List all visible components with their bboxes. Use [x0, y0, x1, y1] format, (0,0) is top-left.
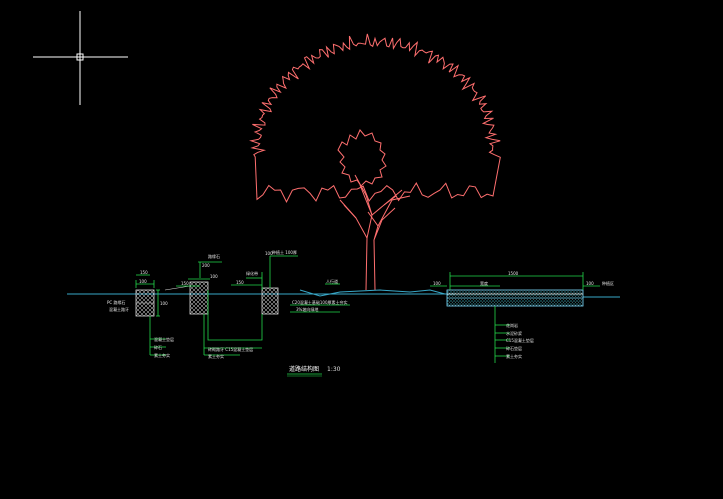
label-right-stack-4: 素土夯实 — [506, 353, 522, 359]
label-right-stack-2: C15混凝土垫层 — [506, 337, 534, 343]
drawing-title-block: 道路结构图 1:30 — [287, 365, 341, 377]
dim-path-right: 100 — [586, 281, 594, 286]
ground-line — [67, 289, 620, 298]
crosshair-cursor-icon — [33, 11, 128, 105]
middle-edge-block — [164, 281, 279, 341]
label-right-stack-1: 水泥砂浆 — [506, 330, 522, 336]
dim-edge-mid-top: 200 — [202, 263, 210, 268]
dim-curb-left-width: 100 — [139, 279, 147, 284]
dim-edge-right-top: 100 — [265, 251, 273, 256]
dim-path-left: 100 — [433, 281, 441, 286]
left-curb-dimension — [135, 274, 166, 356]
label-right-stack-3: 碎石垫层 — [506, 345, 522, 351]
label-right-top: 种植土 100厚 — [272, 249, 297, 255]
dim-curb-left-height: 100 — [160, 301, 168, 306]
tree-elevation — [249, 33, 501, 291]
label-right-edge: 种植区 — [602, 280, 614, 286]
label-left-stack-0: 混凝土垫层 — [154, 336, 174, 342]
label-center-note: C20混凝土基础100厚素土夯实 — [292, 299, 348, 305]
middle-dimensions — [176, 255, 350, 356]
label-mid-top: 路缘石 — [208, 253, 220, 259]
label-path-note: 人行道 — [326, 278, 338, 284]
label-left-stack-1: 碎石 — [154, 344, 162, 350]
left-curb-block — [135, 289, 155, 317]
label-right-stack-0: 花岗岩 — [506, 322, 518, 328]
label-below-mid2: 素土夯实 — [208, 353, 224, 359]
label-center-note2: 3%坡向绿地 — [296, 306, 318, 312]
dim-path-total: 1500 — [508, 271, 519, 276]
drawing-scale: 1:30 — [327, 366, 341, 373]
dim-curb-left-top: 150 — [140, 270, 148, 275]
tree-canopy — [249, 33, 501, 204]
label-left-curb: PC 路缘石 — [107, 299, 125, 305]
paving-section — [446, 289, 584, 307]
label-left-stack-2: 素土夯实 — [154, 352, 170, 358]
dim-edge-right-a: 150 — [236, 280, 244, 285]
dim-edge-mid-a: 150 — [181, 281, 189, 286]
tree-inner-foliage — [337, 129, 387, 187]
dim-edge-mid-b: 100 — [210, 274, 218, 279]
label-below-mid1: 砖砌路牙 C15混凝土垫层 — [208, 346, 253, 352]
tree-branches — [339, 174, 411, 227]
dim-green-span: 宽度 — [480, 280, 488, 286]
label-left-curb-sub: 混凝土路牙 — [109, 306, 129, 312]
label-mid-top2: 绿化带 — [246, 270, 258, 276]
paving-dimensions — [430, 272, 600, 363]
drawing-title: 道路结构图 — [289, 365, 319, 373]
